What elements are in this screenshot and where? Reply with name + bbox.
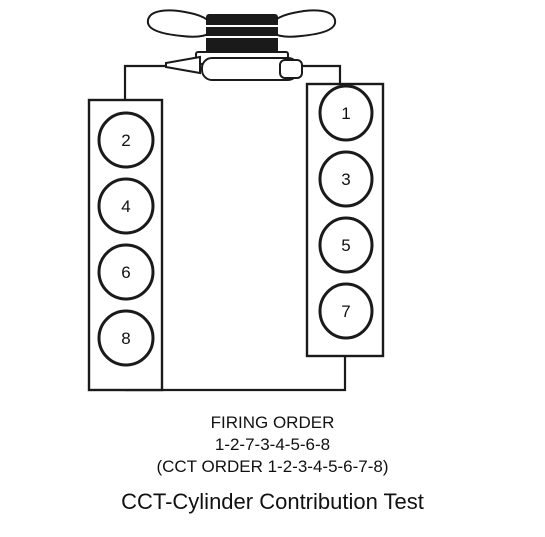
left-cylinder-8	[97, 309, 155, 367]
right-cylinder-3	[318, 150, 374, 208]
left-cylinder-label: 8	[121, 329, 130, 348]
left-cylinder-label: 4	[121, 197, 130, 216]
distributor-icon	[146, 9, 337, 81]
right-cylinder-label: 3	[341, 170, 350, 189]
right-connector-cap	[279, 59, 303, 79]
right-cylinder-7	[318, 282, 374, 340]
left-connector	[165, 55, 201, 75]
hub-band-2	[206, 36, 278, 38]
right-bank-cylinders: 1 3 5 7	[318, 84, 374, 340]
right-cylinder-1	[318, 84, 374, 142]
right-cylinder-label: 5	[341, 236, 350, 255]
right-cylinder-label: 1	[341, 104, 350, 123]
hub-band-1	[206, 25, 278, 27]
right-cylinder-5	[318, 216, 374, 274]
fan-blade-right	[269, 9, 337, 38]
cct-legend: CCT-Cylinder Contribution Test	[121, 489, 424, 514]
distributor-hub	[206, 14, 278, 54]
wire-right-upper	[300, 64, 342, 84]
firing-order-sequence: 1-2-7-3-4-5-6-8	[214, 435, 331, 454]
engine-schematic: 2 4 6 8 1 3 5 7	[87, 9, 385, 392]
left-bank-cylinders: 2 4 6 8	[97, 111, 155, 367]
cct-order-label: (CCT ORDER 1-2-3-4-5-6-7-8)	[156, 457, 389, 476]
firing-order-title: FIRING ORDER	[210, 413, 335, 432]
wire-left-upper	[123, 64, 185, 100]
left-cylinder-6	[97, 243, 155, 301]
right-cylinder-label: 7	[341, 302, 350, 321]
left-cylinder-4	[97, 177, 155, 235]
left-cylinder-label: 2	[121, 131, 130, 150]
left-cylinder-2	[97, 111, 155, 169]
fan-blade-left	[146, 9, 214, 38]
left-cylinder-label: 6	[121, 263, 130, 282]
wire-bottom-loop	[125, 355, 347, 392]
